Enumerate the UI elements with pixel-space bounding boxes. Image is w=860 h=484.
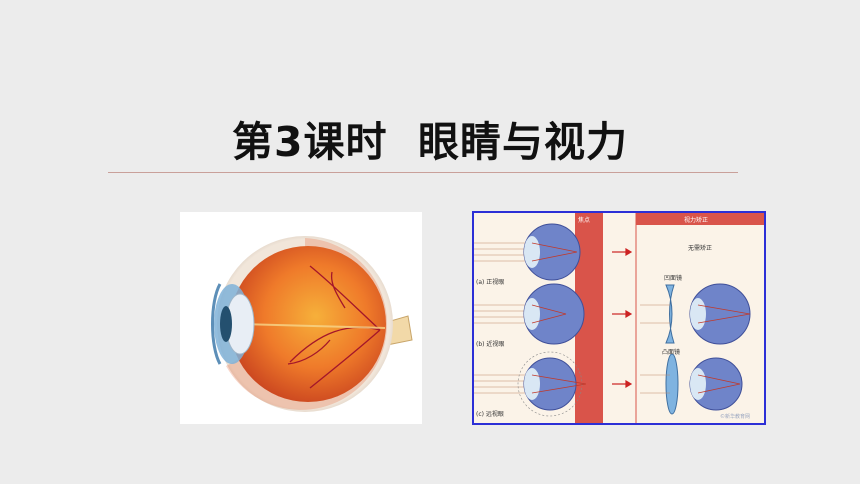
correction-header-bar xyxy=(636,213,764,225)
correction-header-label: 视力矫正 xyxy=(684,217,709,224)
row-label-hyperopia: (c) 远视眼 xyxy=(476,411,504,418)
title-underline xyxy=(108,172,738,173)
eye-anatomy-illustration xyxy=(211,236,413,412)
row-label-myopia: (b) 近视眼 xyxy=(476,341,505,348)
eye-hyperopia xyxy=(474,351,587,417)
correction-label-myopia: 凹面镜 xyxy=(664,275,683,282)
eye-hyperopia-corrected xyxy=(640,353,743,415)
vision-correction-diagram: 焦点 视力矫正 (a) 正视眼 (b) 近视眼 (c) 远视眼 无需矫正 凹面镜… xyxy=(472,211,766,425)
correction-label-normal: 无需矫正 xyxy=(688,245,713,252)
vision-diagram-graphics xyxy=(474,213,764,423)
focus-header-label: 焦点 xyxy=(578,217,591,224)
row-label-normal: (a) 正视眼 xyxy=(476,279,505,286)
eye-normal xyxy=(474,223,581,281)
correction-label-hyperopia: 凸面镜 xyxy=(662,349,681,356)
eye-myopia xyxy=(474,283,585,345)
eye-anatomy-image xyxy=(180,212,422,424)
eye-myopia-corrected xyxy=(640,283,751,345)
slide-title: 第3课时 眼睛与视力 xyxy=(231,118,629,166)
watermark: ©新华教育网 xyxy=(720,414,751,420)
